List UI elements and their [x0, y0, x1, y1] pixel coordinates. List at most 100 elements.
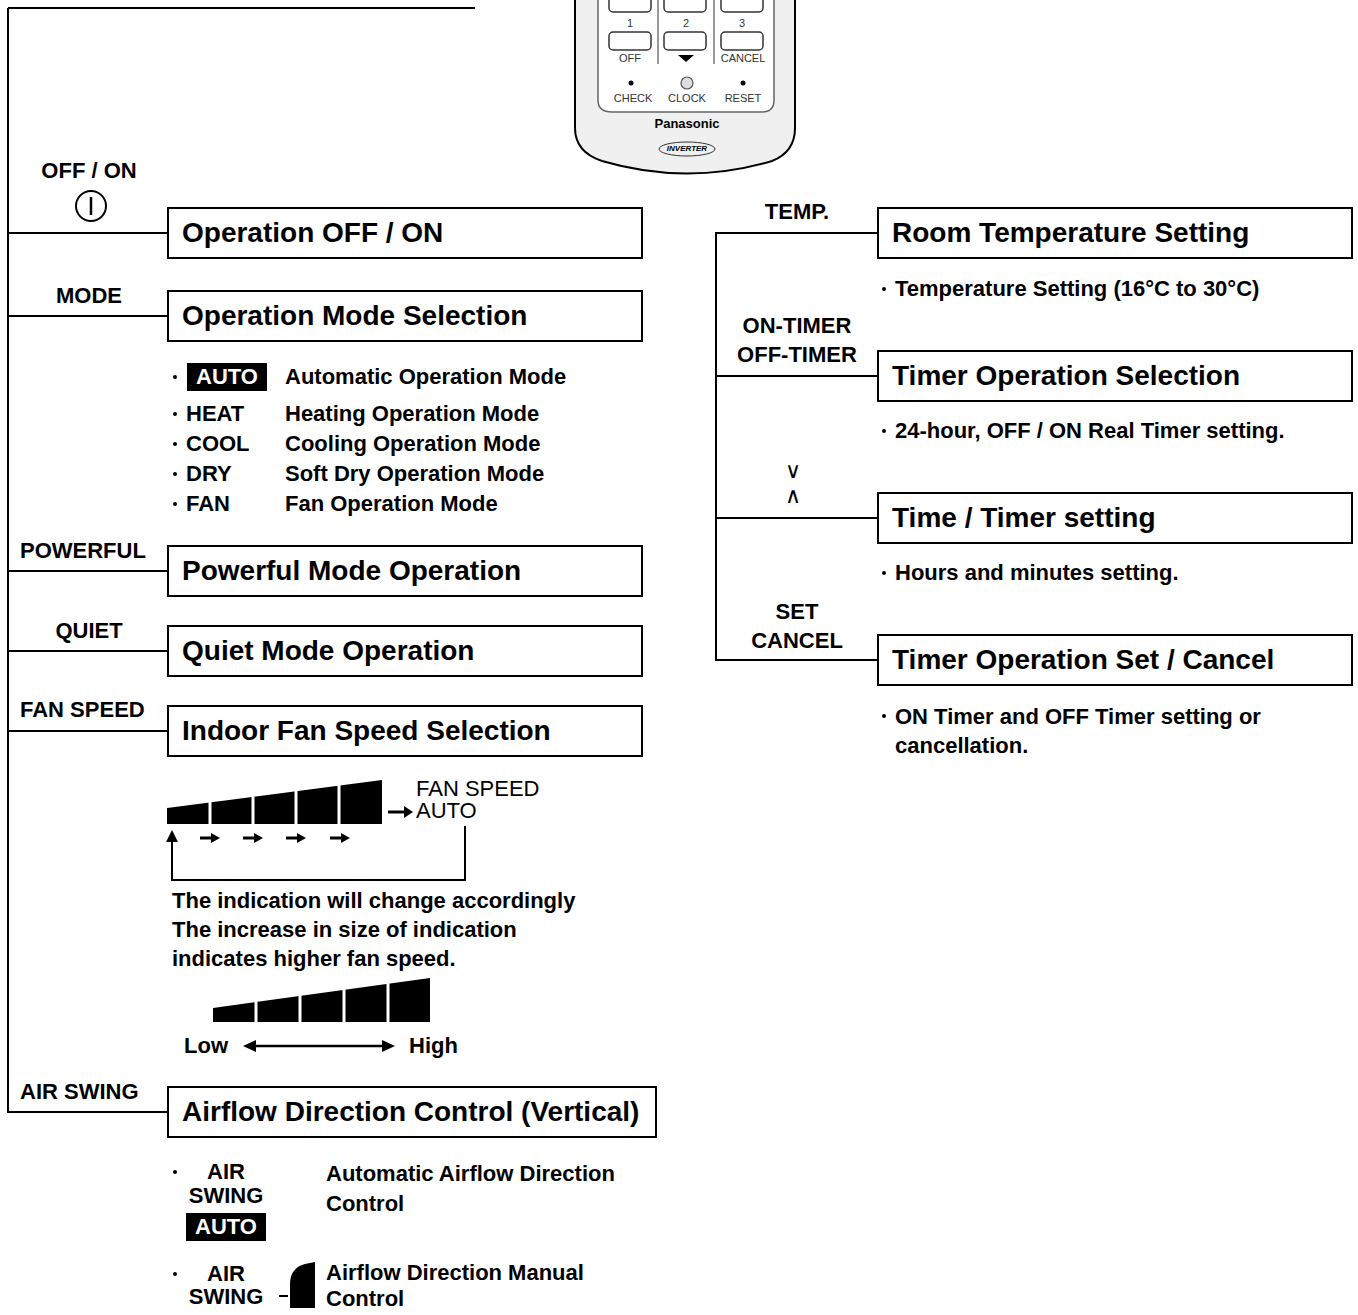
- power-symbol: [90, 197, 93, 215]
- bullet-dot: [173, 502, 177, 506]
- annotation-text: FAN SPEED AUTO: [416, 778, 556, 822]
- annotation-text: Temperature Setting (16°C to 30°C): [895, 276, 1259, 302]
- dash: [279, 1295, 288, 1297]
- arrow: [200, 837, 342, 840]
- vane-icon: [290, 1262, 315, 1308]
- annotation-text: AIR SWING: [181, 1160, 271, 1208]
- remote-key-label: INVERTER: [667, 144, 707, 153]
- power-symbol: [76, 191, 106, 221]
- annotation-text: Automatic Airflow Direction Control: [326, 1159, 656, 1219]
- fan-speed-bars: [167, 780, 382, 824]
- arrow-head: [341, 833, 350, 843]
- mode-tag: AUTO: [187, 363, 267, 391]
- cycle-line: [172, 826, 465, 880]
- remote-button: [664, 32, 706, 50]
- annotation-text: DRY: [186, 461, 232, 487]
- annotation-text: SET: [776, 599, 819, 625]
- annotation-text: ∨: [785, 458, 801, 484]
- branch-line: [716, 233, 877, 660]
- arrow: [388, 811, 405, 814]
- annotation-text: ON Timer and OFF Timer setting or cancel…: [895, 702, 1325, 760]
- remote-key-label: OFF: [619, 52, 641, 65]
- function-box: Operation OFF / ON: [167, 207, 643, 259]
- remote-key-label: 1: [627, 17, 633, 30]
- node-text: Indoor Fan Speed Selection: [182, 715, 551, 747]
- pinhole-dot: [629, 81, 634, 86]
- bullet-dot: [173, 375, 177, 379]
- remote-button: [721, 0, 763, 12]
- remote-key-label: 3: [739, 17, 745, 30]
- node-text: Operation Mode Selection: [182, 300, 527, 332]
- remote-button: [609, 32, 651, 50]
- clock-button: [681, 77, 693, 89]
- bus-line: [7, 8, 9, 1113]
- annotation-text: OFF / ON: [41, 158, 136, 184]
- node-text: Powerful Mode Operation: [182, 555, 521, 587]
- function-box: Indoor Fan Speed Selection: [167, 705, 643, 757]
- function-box: Airflow Direction Control (Vertical): [167, 1086, 657, 1138]
- fan-speed-bars: [213, 978, 430, 1022]
- annotation-text: CANCEL: [751, 628, 843, 654]
- inverter-badge: [659, 142, 715, 156]
- annotation-text: COOL: [186, 431, 250, 457]
- remote-panel: [598, 0, 774, 112]
- bullet-dot: [173, 472, 177, 476]
- remote-divider: [714, 0, 715, 64]
- annotation-text: AIR SWING: [181, 1262, 271, 1308]
- annotation-text: Airflow Direction Manual Control: [326, 1260, 656, 1312]
- double-arrow: [252, 1045, 386, 1048]
- arrow-head: [211, 833, 220, 843]
- bullet-dot: [882, 287, 886, 291]
- remote-button: [721, 32, 763, 50]
- remote-key-label: CLOCK: [668, 92, 706, 105]
- annotation-text: ON-TIMER: [743, 313, 852, 339]
- branch-line: [8, 233, 167, 1112]
- arrow-head: [404, 806, 413, 818]
- remote-key-label: CANCEL: [721, 52, 766, 65]
- bar-separator: [210, 770, 339, 826]
- node-text: AUTO: [195, 1214, 257, 1239]
- bullet-dot: [173, 412, 177, 416]
- bullet-dot: [173, 1170, 177, 1174]
- annotation-text: MODE: [56, 283, 122, 309]
- function-box: Operation Mode Selection: [167, 290, 643, 342]
- bus-line: [8, 7, 475, 9]
- annotation-text: Heating Operation Mode: [285, 401, 539, 427]
- remote-key-label: RESET: [725, 92, 762, 105]
- remote-key-label: Panasonic: [654, 116, 719, 131]
- bullet-dot: [882, 571, 886, 575]
- bullet-dot: [173, 442, 177, 446]
- annotation-text: HEAT: [186, 401, 244, 427]
- node-text: Airflow Direction Control (Vertical): [182, 1096, 639, 1128]
- arrow-head: [243, 1040, 256, 1052]
- node-text: Operation OFF / ON: [182, 217, 443, 249]
- annotation-text: 24-hour, OFF / ON Real Timer setting.: [895, 418, 1285, 444]
- node-text: Timer Operation Selection: [892, 360, 1240, 392]
- pinhole-dot: [741, 81, 746, 86]
- annotation-text: Automatic Operation Mode: [285, 364, 566, 390]
- function-box: Quiet Mode Operation: [167, 625, 643, 677]
- remote-key-label: CHECK: [614, 92, 653, 105]
- bullet-dot: [882, 714, 886, 718]
- function-box: Timer Operation Set / Cancel: [877, 634, 1353, 686]
- annotation-text: Low: [184, 1033, 228, 1059]
- annotation-text: ∧: [785, 483, 801, 509]
- annotation-text: High: [409, 1033, 458, 1059]
- annotation-text: POWERFUL: [20, 538, 146, 564]
- remote-key-label: 2: [683, 17, 689, 30]
- annotation-text: The indication will change accordingly T…: [172, 886, 597, 973]
- arrow-head: [297, 833, 306, 843]
- bus-line: [715, 232, 717, 661]
- bullet-dot: [173, 1272, 177, 1276]
- remote-divider: [658, 0, 659, 64]
- node-text: Timer Operation Set / Cancel: [892, 644, 1274, 676]
- arrow-head: [254, 833, 263, 843]
- node-text: Room Temperature Setting: [892, 217, 1249, 249]
- bar-separator: [256, 970, 388, 1024]
- function-box: Room Temperature Setting: [877, 207, 1353, 259]
- annotation-text: Cooling Operation Mode: [285, 431, 540, 457]
- function-box: Time / Timer setting: [877, 492, 1353, 544]
- arrow-head: [166, 830, 178, 842]
- annotation-text: TEMP.: [765, 199, 829, 225]
- function-box: Powerful Mode Operation: [167, 545, 643, 597]
